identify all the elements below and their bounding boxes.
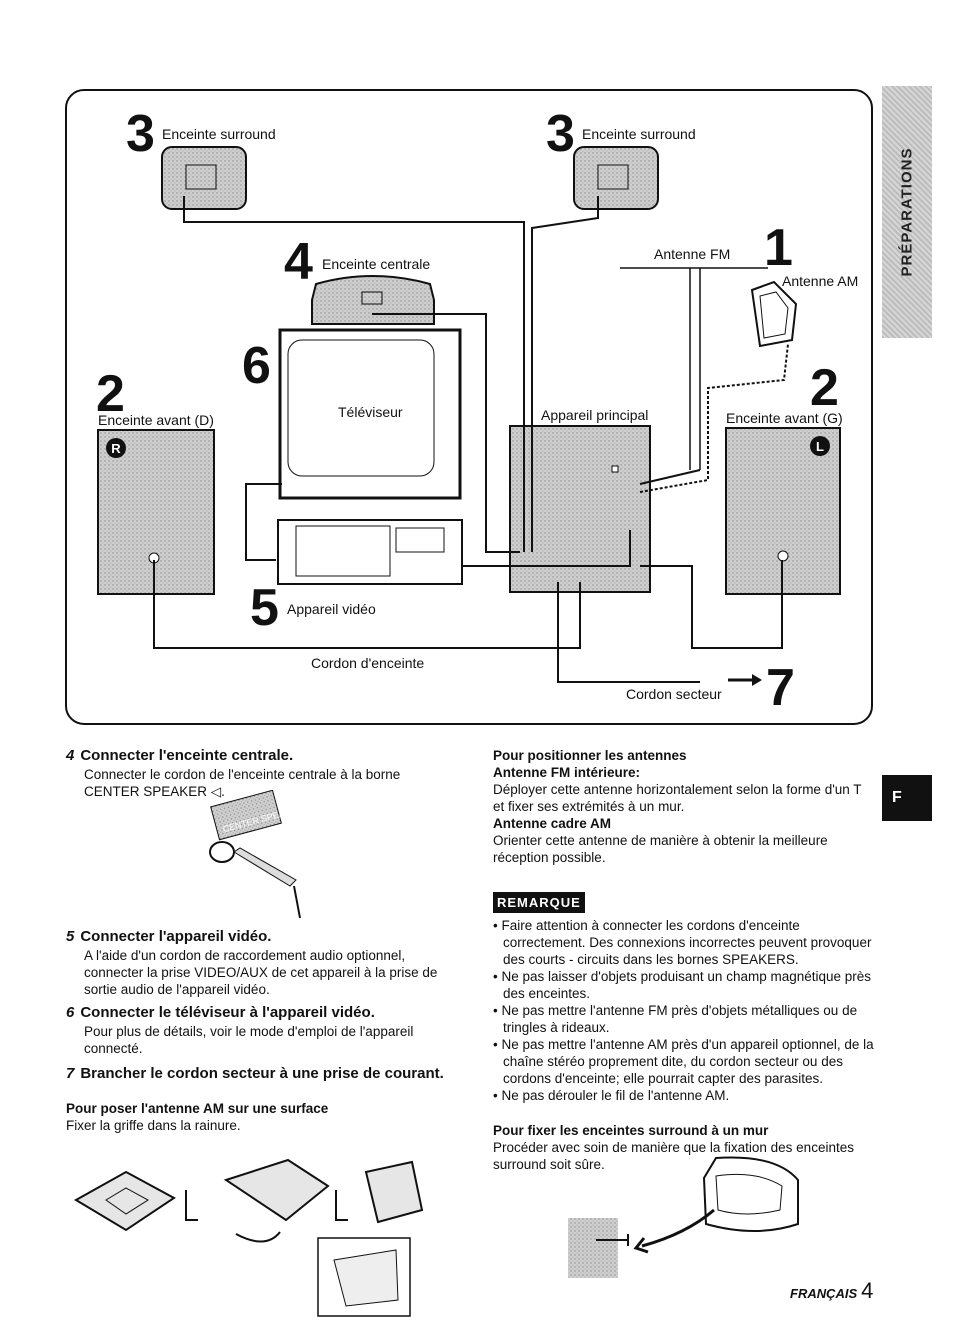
label-tv: Téléviseur <box>338 404 403 420</box>
center-speaker-terminal-illustration: CENTER SPEAKER ◁ <box>209 790 308 919</box>
surround-speaker-right <box>573 146 659 210</box>
notes-list: • Faire attention à connecter les cordon… <box>493 917 875 1104</box>
label-antenna-fm: Antenne FM <box>654 246 731 262</box>
note-item: • Ne pas laisser d'objets produisant un … <box>493 969 872 1001</box>
language-tab-label: F <box>892 789 902 806</box>
badge-right: R <box>106 438 126 458</box>
am-surface-title: Pour poser l'antenne AM sur une surface <box>66 1101 329 1116</box>
note-item: • Ne pas mettre l'antenne AM près d'un a… <box>493 1037 874 1086</box>
section-tab-preparations: PRÉPARATIONS <box>882 86 932 338</box>
surround-wall-title: Pour fixer les enceintes surround à un m… <box>493 1123 769 1138</box>
note-item: • Ne pas dérouler le fil de l'antenne AM… <box>493 1088 730 1103</box>
television <box>278 328 462 500</box>
step4-body: Connecter le cordon de l'enceinte centra… <box>84 767 401 799</box>
surround-wall-body: Procéder avec soin de manière que la fix… <box>493 1140 854 1172</box>
remarque-badge: REMARQUE <box>493 892 875 913</box>
am-antenna <box>750 280 798 348</box>
center-speaker <box>311 275 435 325</box>
step-number-3-right: 3 <box>546 105 575 163</box>
label-front-left: Enceinte avant (G) <box>726 410 843 426</box>
label-speaker-cord: Cordon d'enceinte <box>311 655 425 671</box>
video-recorder <box>277 519 463 585</box>
footer-language: FRANÇAIS <box>790 1286 858 1301</box>
label-power-cord: Cordon secteur <box>626 686 722 702</box>
am-antenna-title: Antenne cadre AM <box>493 816 612 831</box>
label-surround-left: Enceinte surround <box>162 126 276 142</box>
step-number-5: 5 <box>250 579 279 637</box>
language-tab: F <box>882 775 932 821</box>
label-surround-right: Enceinte surround <box>582 126 696 142</box>
step-number-3-left: 3 <box>126 105 155 163</box>
step-number-4: 4 <box>284 233 313 291</box>
fm-antenna-title: Antenne FM intérieure: <box>493 765 641 780</box>
am-antenna-stand-illustration <box>74 1158 424 1317</box>
step-number-2-right: 2 <box>810 359 839 417</box>
connection-diagram: R L <box>65 89 873 725</box>
label-video: Appareil vidéo <box>287 601 376 617</box>
badge-left: L <box>810 436 830 456</box>
right-column: Pour positionner les antennes Antenne FM… <box>493 747 875 1173</box>
antennas-title: Pour positionner les antennes <box>493 748 687 763</box>
am-surface-body: Fixer la griffe dans la rainure. <box>66 1118 241 1133</box>
step-number-6: 6 <box>242 337 271 395</box>
fm-antenna-body: Déployer cette antenne horizontalement s… <box>493 782 862 814</box>
fm-antenna <box>620 267 768 470</box>
svg-text:R: R <box>111 441 121 456</box>
svg-text:L: L <box>816 439 824 454</box>
step6-body: Pour plus de détails, voir le mode d'emp… <box>84 1024 414 1056</box>
am-antenna-body: Orienter cette antenne de manière à obte… <box>493 833 828 865</box>
main-unit <box>509 425 651 593</box>
label-front-right: Enceinte avant (D) <box>98 412 214 428</box>
step-number-1: 1 <box>764 219 793 277</box>
surround-wall-mount-illustration <box>568 1156 799 1278</box>
note-item: • Faire attention à connecter les cordon… <box>493 918 872 967</box>
label-main-unit: Appareil principal <box>541 407 649 423</box>
page-number: 4 <box>861 1278 874 1303</box>
step5-body: A l'aide d'un cordon de raccordement aud… <box>84 948 438 997</box>
surround-speaker-left <box>161 146 247 210</box>
diagram-frame <box>65 89 873 725</box>
label-center-speaker: Enceinte centrale <box>322 256 431 272</box>
step-number-7: 7 <box>766 659 795 717</box>
note-item: • Ne pas mettre l'antenne FM près d'obje… <box>493 1003 858 1035</box>
step-number-2-left: 2 <box>96 365 125 423</box>
label-antenna-am: Antenne AM <box>782 273 859 289</box>
